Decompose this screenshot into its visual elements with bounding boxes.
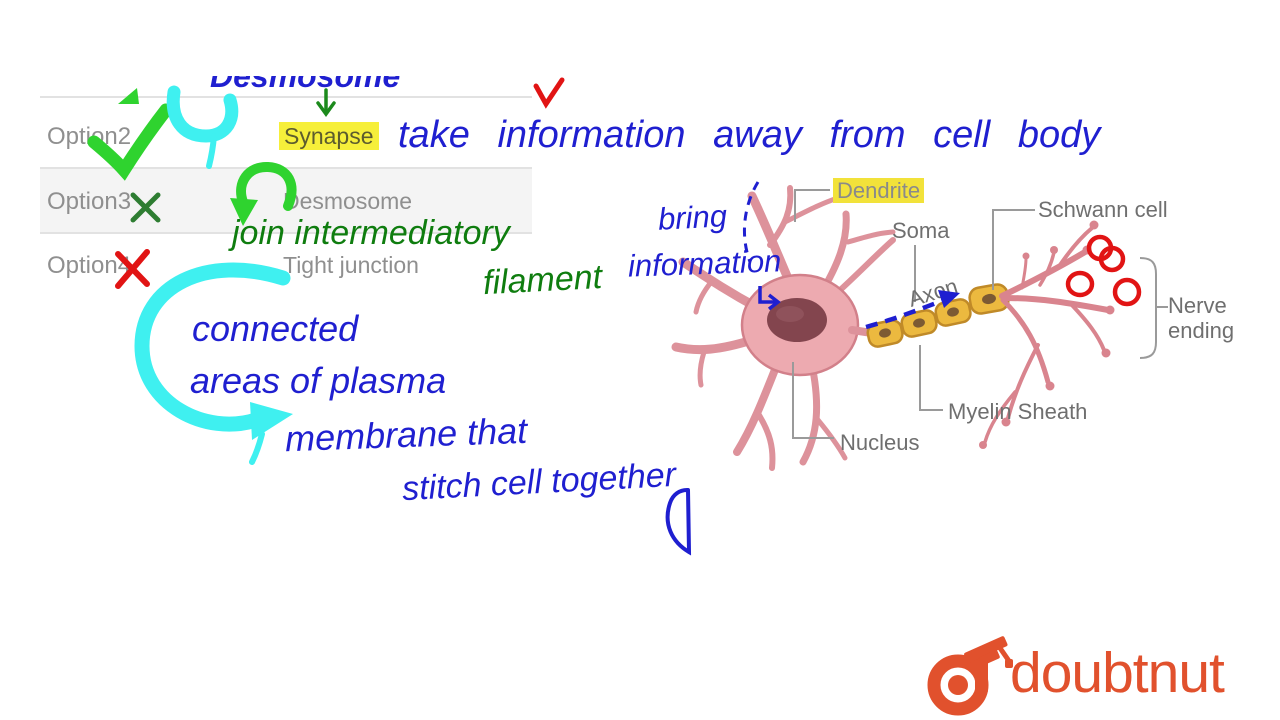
note-information: information <box>627 243 782 284</box>
red-circles-annotation <box>1065 234 1142 307</box>
cyan-top-arrow-icon <box>166 85 239 169</box>
note-areas-of-plasma: areas of plasma <box>190 360 447 401</box>
nucleus-shape <box>767 298 827 342</box>
blue-descender-stroke <box>665 488 692 556</box>
option2-label[interactable]: Option2 <box>47 123 132 150</box>
row-divider <box>40 232 532 234</box>
label-myelin-sheath: Myelin Sheath <box>948 399 1088 424</box>
label-axon: Axon <box>905 273 961 312</box>
red-check-icon <box>533 77 565 109</box>
note-membrane-that: membrane that <box>284 409 528 460</box>
option4-value[interactable]: Tight junction <box>283 252 419 278</box>
row-divider <box>40 167 532 169</box>
note-take-information: take information away from cell body <box>398 114 1101 156</box>
brand-wordmark: doubtnut <box>1010 641 1225 705</box>
note-filament: filament <box>482 257 603 303</box>
option3-label[interactable]: Option3 <box>47 188 132 215</box>
soma-shape <box>740 273 860 377</box>
option4-label[interactable]: Option4 <box>47 252 132 279</box>
label-soma: Soma <box>892 218 950 243</box>
label-schwann-cell: Schwann cell <box>1038 197 1168 222</box>
label-nerve-ending-2: ending <box>1168 318 1235 343</box>
row-divider <box>40 96 532 98</box>
note-connected: connected <box>192 308 359 349</box>
dendrite-highlight: Dendrite <box>833 178 925 203</box>
option2-value[interactable]: Synapse <box>279 122 379 150</box>
option3-value[interactable]: Desmosome <box>283 188 413 214</box>
note-bring: bring <box>657 198 728 237</box>
note-join-intermediatory: join intermediatory <box>232 214 510 252</box>
synapse-highlight: Synapse <box>279 122 379 150</box>
clipped-handwritten-word: Desmosome <box>210 76 400 94</box>
doubtnut-logo-icon <box>927 636 1013 716</box>
label-dendrite: Dendrite <box>833 178 925 204</box>
note-stitch-cell-together: stitch cell together <box>401 455 677 509</box>
label-nerve-ending-1: Nerve <box>1168 293 1227 318</box>
label-nucleus: Nucleus <box>840 430 920 455</box>
